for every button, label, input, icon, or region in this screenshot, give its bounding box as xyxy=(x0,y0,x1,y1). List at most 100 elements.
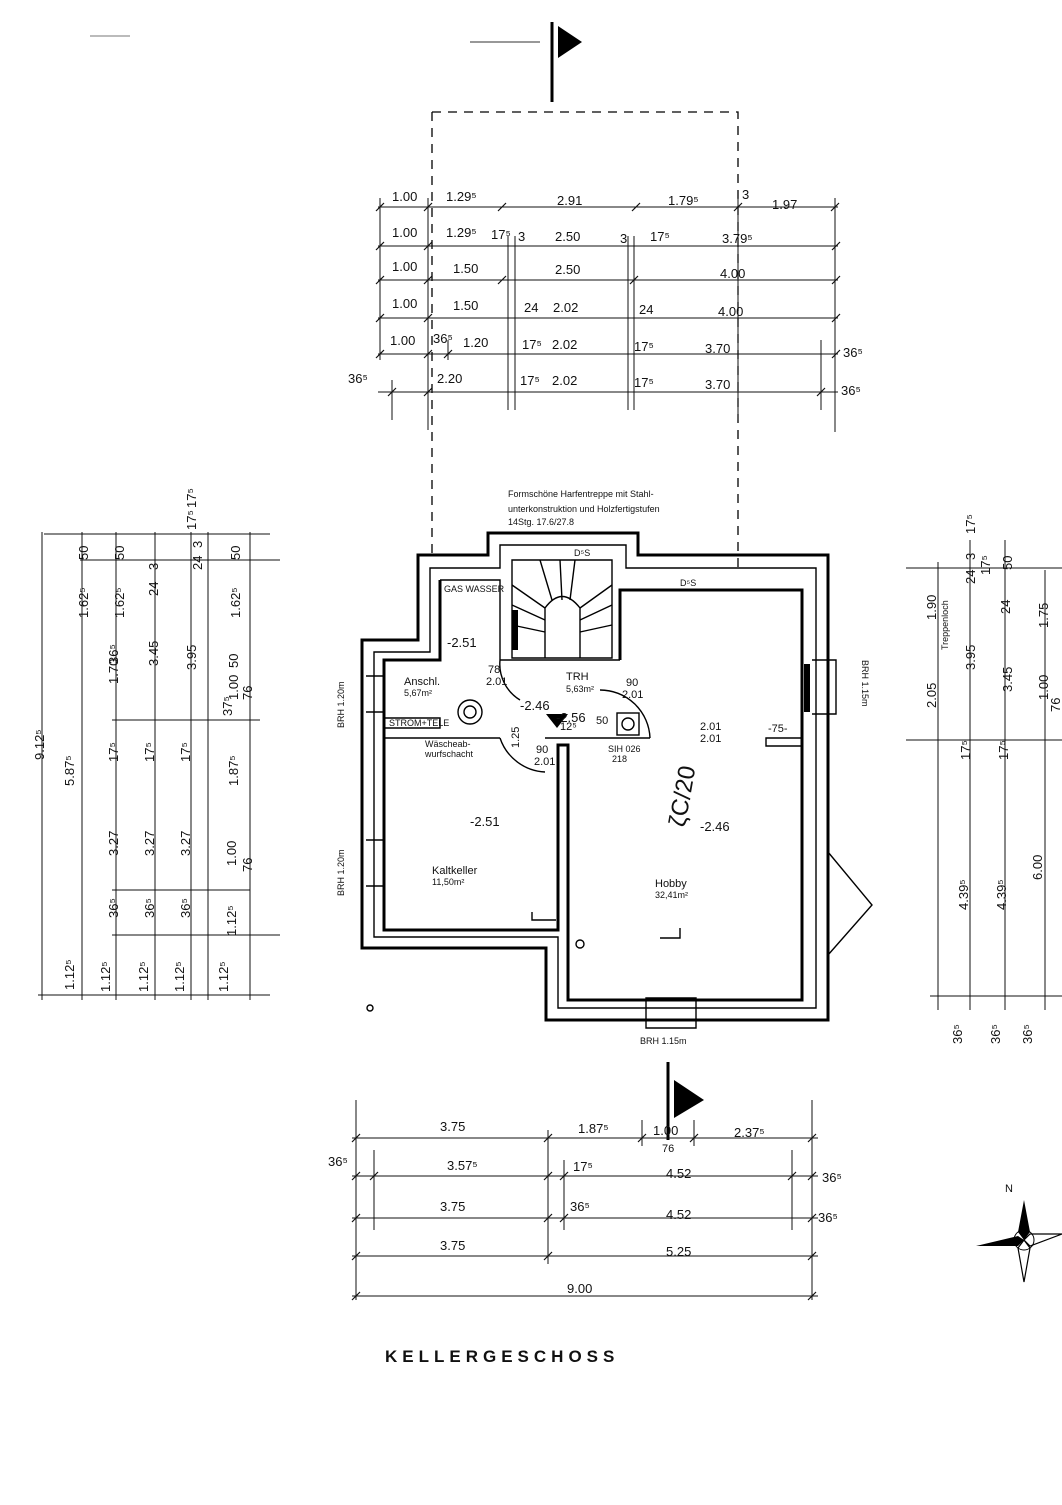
right-dim-text: 17⁵ xyxy=(996,740,1011,760)
top-dim-text: 36⁵ xyxy=(841,383,861,398)
top-dim-text: 4.00 xyxy=(718,304,743,319)
top-dim-text: 2.02 xyxy=(552,373,577,388)
top-dim-text: 1.00 xyxy=(392,225,417,240)
level-label: -2.56 xyxy=(556,710,586,725)
bottom-dim-text: 3.75 xyxy=(440,1119,465,1134)
top-dim-text: 17⁵ xyxy=(650,229,670,244)
sih-label: SIH 026 xyxy=(608,744,641,754)
left-dim-text: 1.70 xyxy=(106,659,121,684)
handwritten-note: ζC/20 xyxy=(664,764,701,829)
left-dim-text: 3.27 xyxy=(106,831,121,856)
brh-label: BRH 1.15m xyxy=(860,660,870,707)
left-dim-text: 1.12⁵ xyxy=(136,961,151,992)
right-dim-text: 24 xyxy=(963,570,978,584)
left-dim-text: 36⁵ xyxy=(178,898,193,918)
top-dim-text: 2.50 xyxy=(555,262,580,277)
room-name: Hobby xyxy=(655,878,687,890)
left-dim-text: 3.95 xyxy=(184,645,199,670)
left-dim-text: 37⁵ xyxy=(220,696,235,716)
room-area: 5,67m² xyxy=(404,688,432,698)
left-dim-text: 1.00 xyxy=(224,841,239,866)
room-name: Anschl. xyxy=(404,676,440,688)
room-area: 5,63m² xyxy=(566,684,594,694)
right-dim-text: 6.00 xyxy=(1030,855,1045,880)
left-dim-text: 1.62⁵ xyxy=(112,587,127,618)
left-dim-text: 1.62⁵ xyxy=(228,587,243,618)
top-dim-text: 36⁵ xyxy=(433,331,453,346)
top-dim-text: 24 xyxy=(524,300,538,315)
outer-wall-inner xyxy=(373,544,817,1009)
bottom-dim-text: 17⁵ xyxy=(573,1159,593,1174)
bottom-dim-text: 2.37⁵ xyxy=(734,1125,765,1140)
waesche-label: Wäscheab- xyxy=(425,739,471,749)
ds-label: D⁵S xyxy=(680,578,696,588)
door-dim: 78 xyxy=(488,664,500,676)
top-dim-text: 2.50 xyxy=(555,229,580,244)
section-marker-top xyxy=(90,22,582,102)
left-dim-text: 76 xyxy=(240,686,255,700)
top-dim-text: 1.29⁵ xyxy=(446,189,477,204)
bottom-dim-text: 9.00 xyxy=(567,1281,592,1296)
top-dim-text: 3 xyxy=(742,187,749,202)
bottom-dim-text: 76 xyxy=(662,1143,674,1155)
bottom-dim-text: 3.75 xyxy=(440,1199,465,1214)
bottom-dim-text: 5.25 xyxy=(666,1244,691,1259)
compass-rose-icon: N xyxy=(976,1183,1062,1283)
right-dim-text: 76 xyxy=(1048,698,1062,712)
door-dim: 90 xyxy=(536,744,548,756)
right-dim-text: 3 xyxy=(963,553,978,560)
level-label: -2.51 xyxy=(470,814,500,829)
right-dim-text: 17⁵ xyxy=(958,740,973,760)
left-dim-text: 1.12⁵ xyxy=(172,961,187,992)
left-dim-text: 1.00 xyxy=(226,675,241,700)
left-dim-text: 5.87⁵ xyxy=(62,755,77,786)
left-dim-text: 36⁵ xyxy=(106,644,121,664)
dim-label: 1.25 xyxy=(510,727,522,748)
bottom-dim-text: 3.57⁵ xyxy=(447,1158,478,1173)
right-dim-text: 4.39⁵ xyxy=(994,879,1009,910)
top-dim-text: 17⁵ xyxy=(634,339,654,354)
door-dim: 90 xyxy=(626,677,638,689)
top-dim-text: 17⁵ xyxy=(522,337,542,352)
bottom-dim-text: 4.52 xyxy=(666,1166,691,1181)
strom-tel-label: STROM+TELE xyxy=(389,718,449,728)
right-dim-text: 36⁵ xyxy=(988,1024,1003,1044)
brh-label: BRH 1.20m xyxy=(336,849,346,896)
left-dimension-chains: 9.12⁵ 5.87⁵ 1.12⁵ 50 1.62⁵ 1.70 17⁵ 3.27… xyxy=(32,488,280,1000)
top-dim-text: 1.20 xyxy=(463,335,488,350)
bottom-dim-text: 3.75 xyxy=(440,1238,465,1253)
right-dim-text: 24 xyxy=(998,600,1013,614)
left-dim-text: 76 xyxy=(240,858,255,872)
stair-note: Formschöne Harfentreppe mit Stahl- unter… xyxy=(508,489,660,527)
right-dim-text: 17⁵ xyxy=(963,514,978,534)
top-dim-text: 1.79⁵ xyxy=(668,193,699,208)
dim-label: 50 xyxy=(596,715,608,727)
section-marker-bottom xyxy=(666,1062,704,1140)
right-dim-text: 1.90 xyxy=(924,595,939,620)
top-dim-text: 1.50 xyxy=(453,261,478,276)
left-dim-text: 50 xyxy=(112,546,127,560)
bottom-dim-text: 36⁵ xyxy=(822,1170,842,1185)
floor-plan xyxy=(360,531,873,1029)
top-dim-text: 3.79⁵ xyxy=(722,231,753,246)
waesche-label: wurfschacht xyxy=(424,749,474,759)
plan-labels: GAS WASSER STROM+TELE Wäscheab- wurfscha… xyxy=(336,548,870,1046)
top-dim-text: 2.02 xyxy=(553,300,578,315)
top-dim-text: 36⁵ xyxy=(843,345,863,360)
left-dim-text: 17⁵ xyxy=(142,742,157,762)
top-dim-text: 4.00 xyxy=(720,266,745,281)
right-dim-text: 50 xyxy=(1000,556,1015,570)
left-dim-text: 1.87⁵ xyxy=(226,755,241,786)
stair-note-line: unterkonstruktion und Holzfertigstufen xyxy=(508,504,660,514)
bottom-dim-text: 36⁵ xyxy=(570,1199,590,1214)
right-dim-text: 17⁵ xyxy=(978,555,993,575)
top-dimension-chains: 1.00 1.29⁵ 2.91 1.79⁵ 3 1.97 1.00 1.29⁵ … xyxy=(348,187,863,432)
left-dim-text: 1.12⁵ xyxy=(98,961,113,992)
ds-label: D⁵S xyxy=(574,548,590,558)
top-dim-text: 36⁵ xyxy=(348,371,368,386)
right-dim-text: 3.95 xyxy=(963,645,978,670)
top-dim-text: 1.00 xyxy=(390,333,415,348)
treppenloch-label: Treppenloch xyxy=(940,600,950,650)
outer-wall xyxy=(360,531,830,1022)
